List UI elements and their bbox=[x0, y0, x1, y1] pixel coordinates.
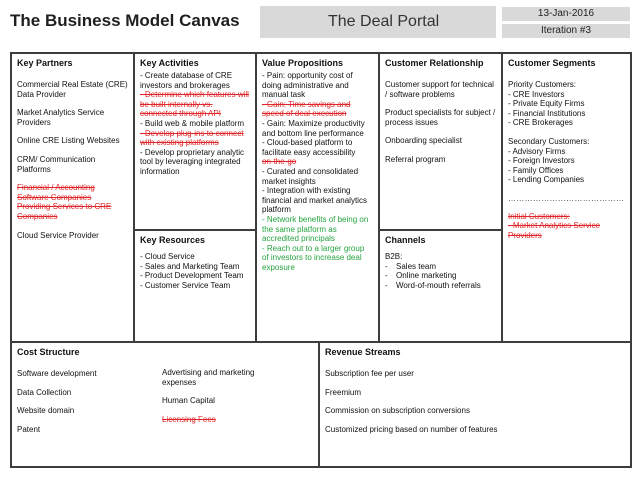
channels-intro: B2B: bbox=[385, 252, 403, 261]
key-resource-item: - Customer Service Team bbox=[140, 280, 231, 290]
key-resource-item: - Product Development Team bbox=[140, 271, 244, 281]
revenue-item: Customized pricing based on number of fe… bbox=[325, 424, 498, 434]
key-partner-item: Online CRE Listing Websites bbox=[17, 136, 120, 146]
value-proposition-item-struck: on-the-go bbox=[262, 157, 297, 167]
value-proposition-item: - Curated and consolidated market insigh… bbox=[262, 166, 359, 186]
cost-item-struck: Licensing Fees bbox=[162, 414, 216, 424]
cost-item: Website domain bbox=[17, 406, 75, 416]
customer-relationship-cell: Customer Relationship Customer support f… bbox=[380, 54, 501, 229]
key-activity-item: - Create database of CRE investors and b… bbox=[140, 71, 233, 90]
cost-item: Software development bbox=[17, 369, 97, 378]
key-resources-title: Key Resources bbox=[140, 235, 206, 245]
segment-divider: …………………………………… bbox=[508, 193, 625, 203]
value-proposition-item-struck: - Gain: Time savings and speed of deal e… bbox=[262, 99, 351, 119]
revenue-item: Commission on subscription conversions bbox=[325, 406, 470, 416]
value-proposition-item-new: - Network benefits of being on the same … bbox=[262, 214, 369, 244]
segment-item: - Family Offices bbox=[508, 165, 564, 175]
segment-item-struck: - Market Analytics Service Providers bbox=[508, 221, 601, 240]
key-partners-title: Key Partners bbox=[17, 58, 73, 68]
key-activity-item: - Develop proprietary analytic tool by l… bbox=[140, 147, 245, 176]
customer-segments-title: Customer Segments bbox=[508, 58, 596, 68]
customer-relationship-item: Onboarding specialist bbox=[385, 136, 462, 146]
channel-item: Sales team bbox=[385, 262, 496, 272]
key-activity-item-struck: - Develop plug-ins to connect with exist… bbox=[140, 128, 244, 148]
cost-structure-cell: Cost Structure Software development Data… bbox=[12, 343, 318, 466]
key-partner-item: Market Analytics Service Providers bbox=[17, 108, 105, 127]
cost-structure-column-right: Advertising and marketing expenses Human… bbox=[162, 359, 312, 424]
segment-item: - Foreign Investors bbox=[508, 156, 575, 166]
key-activities-cell: Key Activities - Create database of CRE … bbox=[135, 54, 255, 229]
key-activity-item: - Build web & mobile platform bbox=[140, 118, 245, 128]
segment-group-title: Priority Customers: bbox=[508, 80, 577, 89]
key-partners-cell: Key Partners Commercial Real Estate (CRE… bbox=[12, 54, 133, 341]
channels-title: Channels bbox=[385, 235, 426, 245]
key-resources-cell: Key Resources - Cloud Service - Sales an… bbox=[135, 231, 255, 341]
channels-cell: Channels B2B: Sales team Online marketin… bbox=[380, 231, 501, 341]
cost-item: Human Capital bbox=[162, 396, 215, 406]
segment-item: - Financial Institutions bbox=[508, 108, 586, 118]
revenue-streams-title: Revenue Streams bbox=[325, 347, 401, 357]
cost-item: Patent bbox=[17, 424, 41, 434]
key-partner-item: CRM/ Communication Platforms bbox=[17, 154, 96, 174]
cost-structure-title: Cost Structure bbox=[17, 347, 80, 357]
cost-item: Advertising and marketing expenses bbox=[162, 368, 255, 387]
customer-relationship-title: Customer Relationship bbox=[385, 58, 484, 68]
value-propositions-title: Value Propositions bbox=[262, 58, 344, 68]
segment-item: - CRE Brokerages bbox=[508, 118, 573, 128]
key-activities-title: Key Activities bbox=[140, 58, 199, 68]
value-proposition-item: - Integration with existing financial an… bbox=[262, 186, 367, 215]
product-name: The Deal Portal bbox=[328, 13, 440, 30]
date-box: 13-Jan-2016 bbox=[502, 7, 630, 21]
segment-group-title: Secondary Customers: bbox=[508, 136, 590, 146]
canvas-title: The Business Model Canvas bbox=[10, 11, 240, 30]
segment-group-title-struck: Initial Customers: bbox=[508, 211, 570, 221]
channel-item: Word-of-mouth referrals bbox=[385, 281, 496, 291]
revenue-item: Subscription fee per user bbox=[325, 369, 414, 378]
key-partner-item-struck: Providing Services to CRE Companies bbox=[17, 202, 112, 221]
iteration-box: Iteration #3 bbox=[502, 24, 630, 38]
revenue-streams-cell: Revenue Streams Subscription fee per use… bbox=[320, 343, 630, 466]
key-activity-item-struck: - Determine which features will be built… bbox=[140, 90, 249, 119]
segment-item: - Advisory Firms bbox=[508, 146, 566, 156]
value-proposition-item: - Pain: opportunity cost of doing admini… bbox=[262, 71, 353, 100]
value-proposition-item-new: - Reach out to a larger group of investo… bbox=[262, 243, 365, 272]
key-partner-item: Cloud Service Provider bbox=[17, 230, 99, 240]
segment-item: - Private Equity Firms bbox=[508, 99, 585, 109]
key-resource-item: - Cloud Service bbox=[140, 252, 195, 261]
customer-relationship-item: Customer support for technical / softwar… bbox=[385, 80, 494, 99]
cost-item: Data Collection bbox=[17, 387, 72, 397]
key-resource-item: - Sales and Marketing Team bbox=[140, 261, 240, 271]
segment-item: - Lending Companies bbox=[508, 175, 585, 185]
value-propositions-cell: Value Propositions - Pain: opportunity c… bbox=[257, 54, 378, 341]
channels-list: Sales team Online marketing Word-of-mout… bbox=[385, 262, 496, 291]
value-proposition-item: - Gain: Maximize productivity and bottom… bbox=[262, 118, 365, 138]
key-partner-item-struck: Financial / Accounting Software Companie… bbox=[17, 183, 95, 202]
revenue-item: Freemium bbox=[325, 387, 362, 397]
customer-relationship-item: Referral program bbox=[385, 154, 446, 164]
business-model-canvas: Key Partners Commercial Real Estate (CRE… bbox=[10, 52, 632, 468]
key-partner-item: Commercial Real Estate (CRE) Data Provid… bbox=[17, 80, 128, 99]
customer-segments-cell: Customer Segments Priority Customers: - … bbox=[503, 54, 630, 341]
segment-item: - CRE Investors bbox=[508, 89, 565, 99]
customer-relationship-item: Product specialists for subject / proces… bbox=[385, 108, 496, 127]
product-name-box: The Deal Portal bbox=[260, 6, 496, 38]
channel-item: Online marketing bbox=[385, 271, 496, 281]
value-proposition-item: - Cloud-based platform to facilitate eas… bbox=[262, 138, 356, 157]
